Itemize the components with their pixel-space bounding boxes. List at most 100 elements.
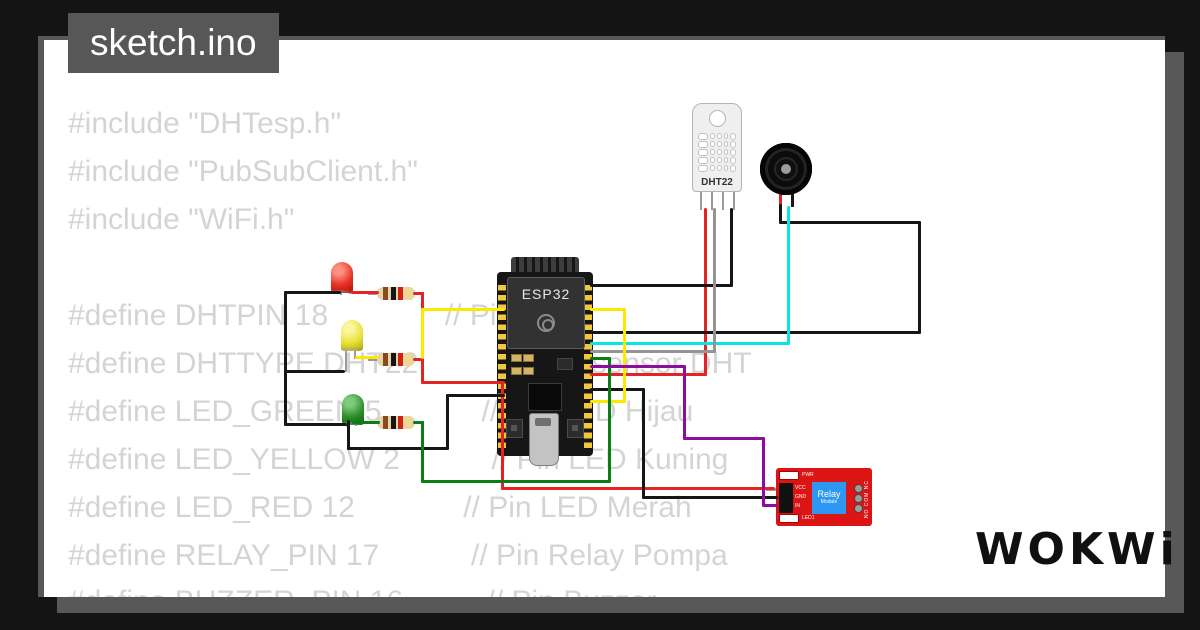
led-red	[331, 262, 353, 293]
dht22-mounting-hole	[709, 110, 726, 127]
wire-yellow	[421, 308, 505, 311]
wire-red	[413, 292, 424, 295]
wire-buzzer	[779, 204, 782, 224]
wire-yellow-loop	[623, 308, 626, 403]
code-preview: #include "DHTesp.h" #include "PubSubClie…	[44, 40, 1165, 597]
relay-terminal-nc	[854, 504, 863, 513]
relay-led1-label: LED1	[802, 515, 815, 521]
wire-red-relay-vertical	[501, 381, 504, 490]
wire-buzzer	[590, 331, 921, 334]
code-line: #include "PubSubClient.h"	[68, 155, 418, 188]
esp32-left-pins	[498, 285, 506, 452]
wire-red-relay-vcc	[501, 487, 775, 490]
smd-component	[511, 367, 522, 375]
buzzer-negative-lead	[791, 194, 794, 207]
wire-green	[421, 421, 424, 483]
code-line: #define BUZZER_PIN 16 // Pin Buzzer	[68, 584, 657, 597]
wire-red-dht-vcc	[704, 208, 707, 376]
resistor	[377, 287, 415, 300]
wire-gnd	[284, 291, 341, 294]
dht22-pin	[700, 191, 702, 210]
usb-connector	[529, 413, 559, 466]
wire-green-to-esp32	[590, 357, 611, 360]
resistor	[377, 353, 415, 366]
esp32-board: ESP32	[497, 272, 593, 466]
relay-header	[779, 483, 793, 513]
dht22-sensor: DHT22	[692, 103, 742, 192]
relay-module: PWR VCC GND IN LED1 Relay Module NO COM …	[776, 468, 872, 526]
led-yellow	[341, 320, 363, 351]
code-line: #define RELAY_PIN 17 // Pin Relay Pompa	[68, 539, 728, 572]
relay-gnd-label: GND	[795, 494, 807, 500]
code-line: #define LED_RED 12 // Pin LED Merah	[68, 491, 692, 524]
wire-purple-relay-in	[590, 365, 686, 368]
wire-green	[421, 480, 611, 483]
relay-terminal-no	[854, 484, 863, 493]
wire-gnd	[284, 370, 345, 373]
wire-yellow-loop	[590, 308, 626, 311]
wire-gnd	[347, 447, 449, 450]
code-line: #include "DHTesp.h"	[68, 107, 342, 140]
buzzer-center	[781, 164, 791, 174]
relay-subtitle: Module	[820, 499, 838, 505]
sketch-filename-tab: sketch.ino	[68, 13, 279, 73]
smd-component	[523, 354, 534, 362]
esp32-module-shield: ESP32	[507, 277, 585, 349]
wire-yellow	[421, 308, 424, 359]
en-button	[506, 419, 523, 438]
resistor	[377, 416, 415, 429]
wire-green	[608, 357, 611, 483]
dht22-pin	[722, 191, 724, 210]
wire-cyan-buzzer	[590, 342, 790, 345]
wire-gnd	[284, 423, 347, 426]
esp32-right-pins	[584, 285, 592, 452]
smd-component	[557, 358, 573, 370]
wire-gnd-relay	[642, 496, 778, 499]
smd-component	[511, 354, 522, 362]
wire-buzzer	[918, 221, 921, 334]
wire-purple-relay-in	[762, 504, 778, 507]
wire-red-led-resistor	[351, 291, 379, 294]
wire-gnd	[347, 420, 350, 450]
editor-canvas	[38, 36, 1165, 597]
wire-gnd-dht	[730, 208, 733, 287]
relay-pwr-label: PWR	[802, 472, 814, 478]
relay-vcc-label: VCC	[795, 485, 806, 491]
wire-gnd	[446, 394, 449, 450]
dht22-pin	[733, 191, 735, 210]
relay-title: Relay	[817, 489, 841, 499]
wire-buzzer	[779, 221, 921, 224]
led-lead	[345, 345, 347, 372]
wire-red-to-esp32	[421, 381, 505, 384]
wire-red-dht-vcc	[590, 373, 707, 376]
wire-cyan-buzzer	[787, 206, 790, 345]
relay-in-label: IN	[795, 503, 800, 509]
wire-purple-relay-in	[683, 365, 686, 440]
resistor-lead	[368, 358, 378, 361]
wokwi-logo: WOKWi	[975, 524, 1179, 575]
wire-gnd-relay	[590, 388, 645, 391]
code-line: #include "WiFi.h"	[68, 203, 295, 236]
relay-body: Relay Module	[812, 482, 846, 514]
wire-green	[413, 421, 424, 424]
wire-gnd-bus	[284, 291, 287, 426]
dht22-grille	[698, 132, 736, 172]
relay-pwr-led	[779, 471, 799, 480]
wire-gray-dht-data	[713, 208, 716, 353]
dht22-label: DHT22	[701, 177, 733, 188]
relay-led1	[779, 514, 799, 523]
buzzer-positive-lead	[779, 194, 782, 207]
wire-red	[413, 358, 424, 361]
led-lead	[354, 345, 356, 359]
relay-terminal-com	[854, 494, 863, 503]
wifi-icon	[537, 314, 555, 332]
wire-gnd-relay	[642, 388, 645, 499]
relay-terminal-labels: NO COM NC	[864, 480, 870, 519]
esp32-chip	[528, 383, 562, 411]
wire-purple-relay-in	[683, 437, 765, 440]
wire-gnd-to-esp32	[446, 394, 505, 397]
wire-purple-relay-in	[762, 437, 765, 507]
wire-gnd-dht	[590, 284, 733, 287]
esp32-label: ESP32	[521, 286, 571, 302]
dht22-pin	[711, 191, 713, 210]
